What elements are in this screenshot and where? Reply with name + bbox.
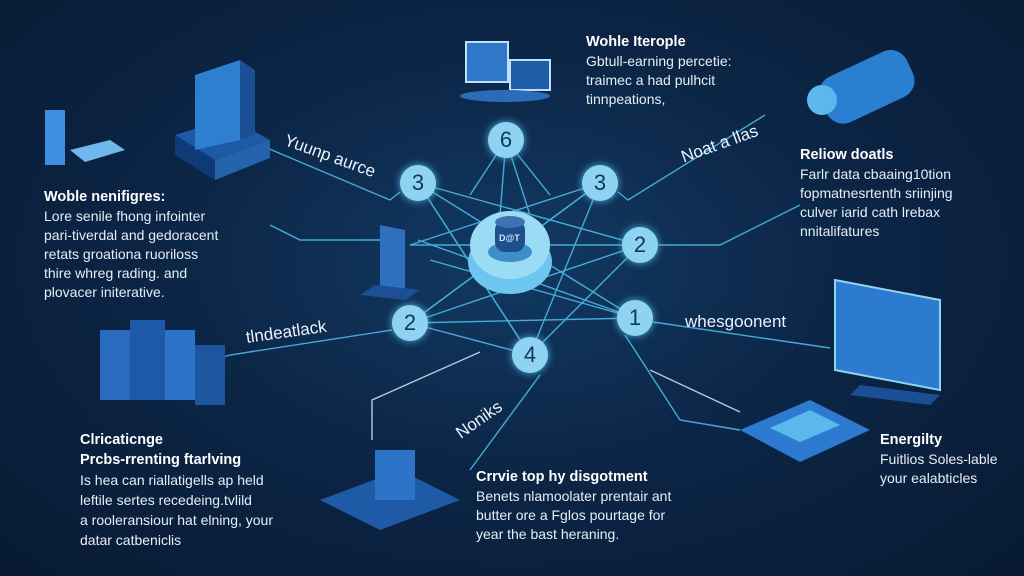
block-line: Fuitlios Soles-lable — [880, 451, 998, 467]
block-line: your ealabticles — [880, 470, 978, 486]
central-hub — [468, 211, 552, 294]
block-line: Farlr data cbaaing10tion — [800, 166, 951, 182]
info-block-bottom-right: Energilty Fuitlios Soles-lable your eala… — [880, 431, 998, 488]
block-line: plovacer initerative. — [44, 284, 165, 300]
block-line: traimec a had pulhcit — [586, 72, 716, 88]
workstation-icon — [320, 450, 460, 530]
block-line: a rooleransiour hat elning, your — [80, 512, 274, 528]
node-4[interactable]: 4 — [512, 337, 548, 373]
block-line: datar catbeniclis — [80, 532, 182, 548]
block-title: Woble nenifigres: — [44, 189, 166, 205]
node-3-right[interactable]: 3 — [582, 165, 618, 201]
server-rack-icon — [100, 320, 225, 405]
camera-device-icon — [807, 50, 915, 124]
block-line: leftile sertes recedeing.tvlild — [80, 492, 252, 508]
block-line: culver iarid cath lrebax — [800, 204, 941, 220]
block-line: retats groationa ruoriloss — [44, 246, 199, 262]
block-line: Is hea can riallatigells ap held — [80, 472, 264, 488]
node-6[interactable]: 6 — [488, 122, 524, 158]
server-tower-icon — [175, 60, 270, 180]
block-line: Lore senile fhong infointer — [44, 208, 206, 224]
block-line: thire whreg rading. and — [44, 265, 188, 281]
node-1[interactable]: 1 — [617, 300, 653, 336]
node-2-right[interactable]: 2 — [622, 227, 658, 263]
block-title: Crrvie top hy disgotment — [476, 469, 648, 485]
monitor-pair-icon — [460, 41, 551, 102]
block-line: pari-tiverdal and gedoracent — [44, 227, 219, 243]
block-line: butter ore a Fglos pourtage for — [476, 507, 666, 523]
block-title: Clricaticnge — [80, 432, 163, 448]
info-block-bottom: Crrvie top hy disgotment Benets nlamoola… — [476, 468, 671, 544]
laptop-icon — [360, 225, 420, 300]
desktop-monitor-icon — [834, 278, 941, 405]
info-block-right: Reliow doatls Farlr data cbaaing10tion f… — [800, 146, 953, 241]
info-block-top: Wohle Iterople Gbtull-earning percetie: … — [586, 33, 732, 109]
info-block-left: Woble nenifigres: Lore senile fhong info… — [44, 188, 218, 302]
block-line: year the bast heraning. — [476, 526, 620, 542]
block-line: fopmatnesrtenth sriinjing — [800, 185, 953, 201]
block-line: Benets nlamoolater prentair ant — [476, 488, 672, 504]
block-line: nnitalifatures — [800, 223, 880, 239]
block-title: Wohle Iterople — [586, 34, 686, 50]
block-title: Reliow doatls — [800, 147, 894, 163]
node-2-left[interactable]: 2 — [392, 305, 428, 341]
block-line: tinnpeations, — [586, 91, 666, 107]
edge-label-mid-right: whesgoonent — [685, 312, 787, 331]
block-title: Energilty — [880, 432, 943, 448]
block-line: Gbtull-earning percetie: — [586, 53, 732, 69]
node-3-left[interactable]: 3 — [400, 165, 436, 201]
block-subtitle: Prcbs-rrenting ftarlving — [80, 452, 242, 468]
info-block-bottom-left: Clricaticnge Prcbs-rrenting ftarlving Is… — [80, 430, 273, 550]
tablet-device-icon — [45, 110, 125, 165]
tablet-flat-icon — [740, 400, 870, 462]
hub-label: D@T — [499, 233, 520, 243]
